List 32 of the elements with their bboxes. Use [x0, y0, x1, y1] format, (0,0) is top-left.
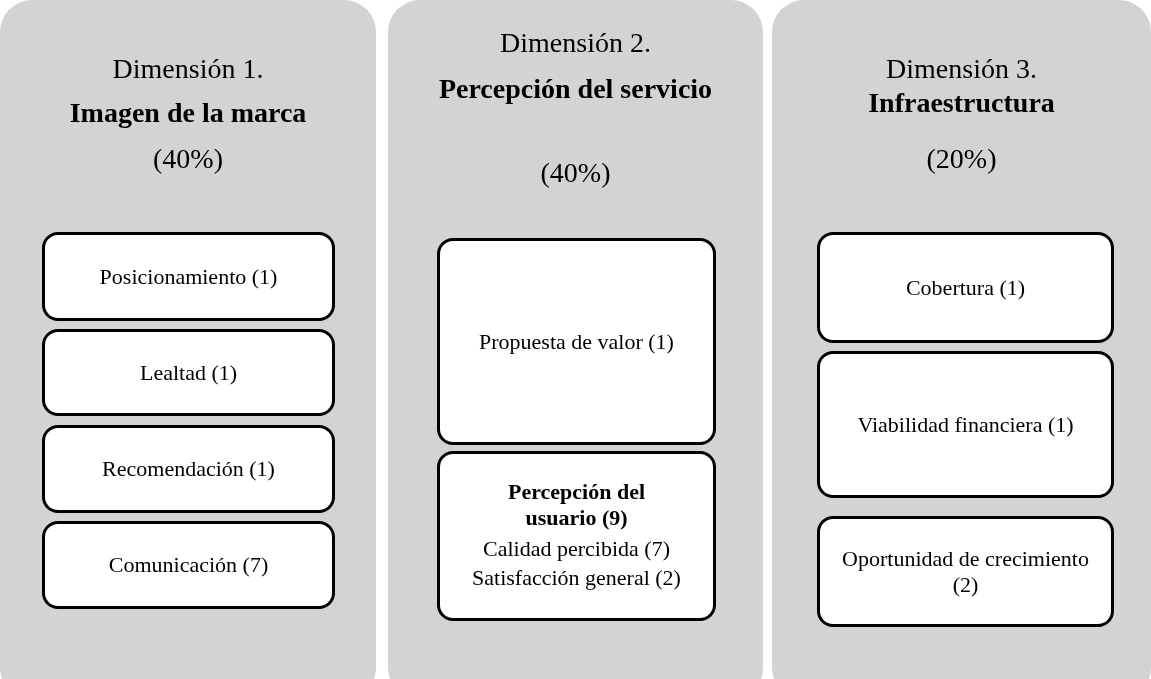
dimension-title: Infraestructura — [867, 86, 1056, 120]
indicator-box — [42, 329, 335, 416]
dimension-weight: (40%) — [152, 142, 224, 176]
indicator-box — [817, 351, 1114, 498]
indicator-box — [817, 232, 1114, 343]
indicator-label: Satisfacción general (2) — [472, 565, 681, 591]
indicator-box — [42, 521, 335, 609]
indicator-label: Viabilidad financiera (1) — [857, 411, 1074, 438]
dimension-weight: (20%) — [925, 142, 998, 176]
indicator-box — [437, 451, 716, 621]
indicator-label: Posicionamiento (1) — [99, 263, 278, 290]
box-heading: Percepción del usuario (9) — [506, 479, 647, 530]
dimension-weight: (40%) — [539, 156, 612, 190]
dimension-number: Dimensión 1. — [111, 52, 265, 86]
indicator-box — [817, 516, 1114, 627]
indicator-label: Calidad percibida (7) — [483, 536, 670, 562]
indicator-label: Cobertura (1) — [905, 274, 1026, 301]
indicator-label: Propuesta de valor (1) — [479, 328, 674, 355]
dimension-panel — [0, 0, 376, 679]
dimension-title: Percepción del servicio — [437, 72, 714, 106]
dimension-title: Imagen de la marca — [68, 96, 308, 130]
dimension-panel — [388, 0, 763, 679]
indicator-label: Comunicación (7) — [108, 552, 269, 578]
indicator-label: Oportunidad de crecimiento (2) — [841, 546, 1090, 597]
indicator-box — [437, 238, 716, 445]
dimension-number: Dimensión 2. — [499, 26, 652, 60]
indicator-box — [42, 425, 335, 513]
dimension-panel — [772, 0, 1151, 679]
dimension-number: Dimensión 3. — [885, 52, 1038, 86]
indicator-label: Recomendación (1) — [102, 456, 275, 482]
indicator-box — [42, 232, 335, 321]
indicator-label: Lealtad (1) — [139, 359, 238, 386]
